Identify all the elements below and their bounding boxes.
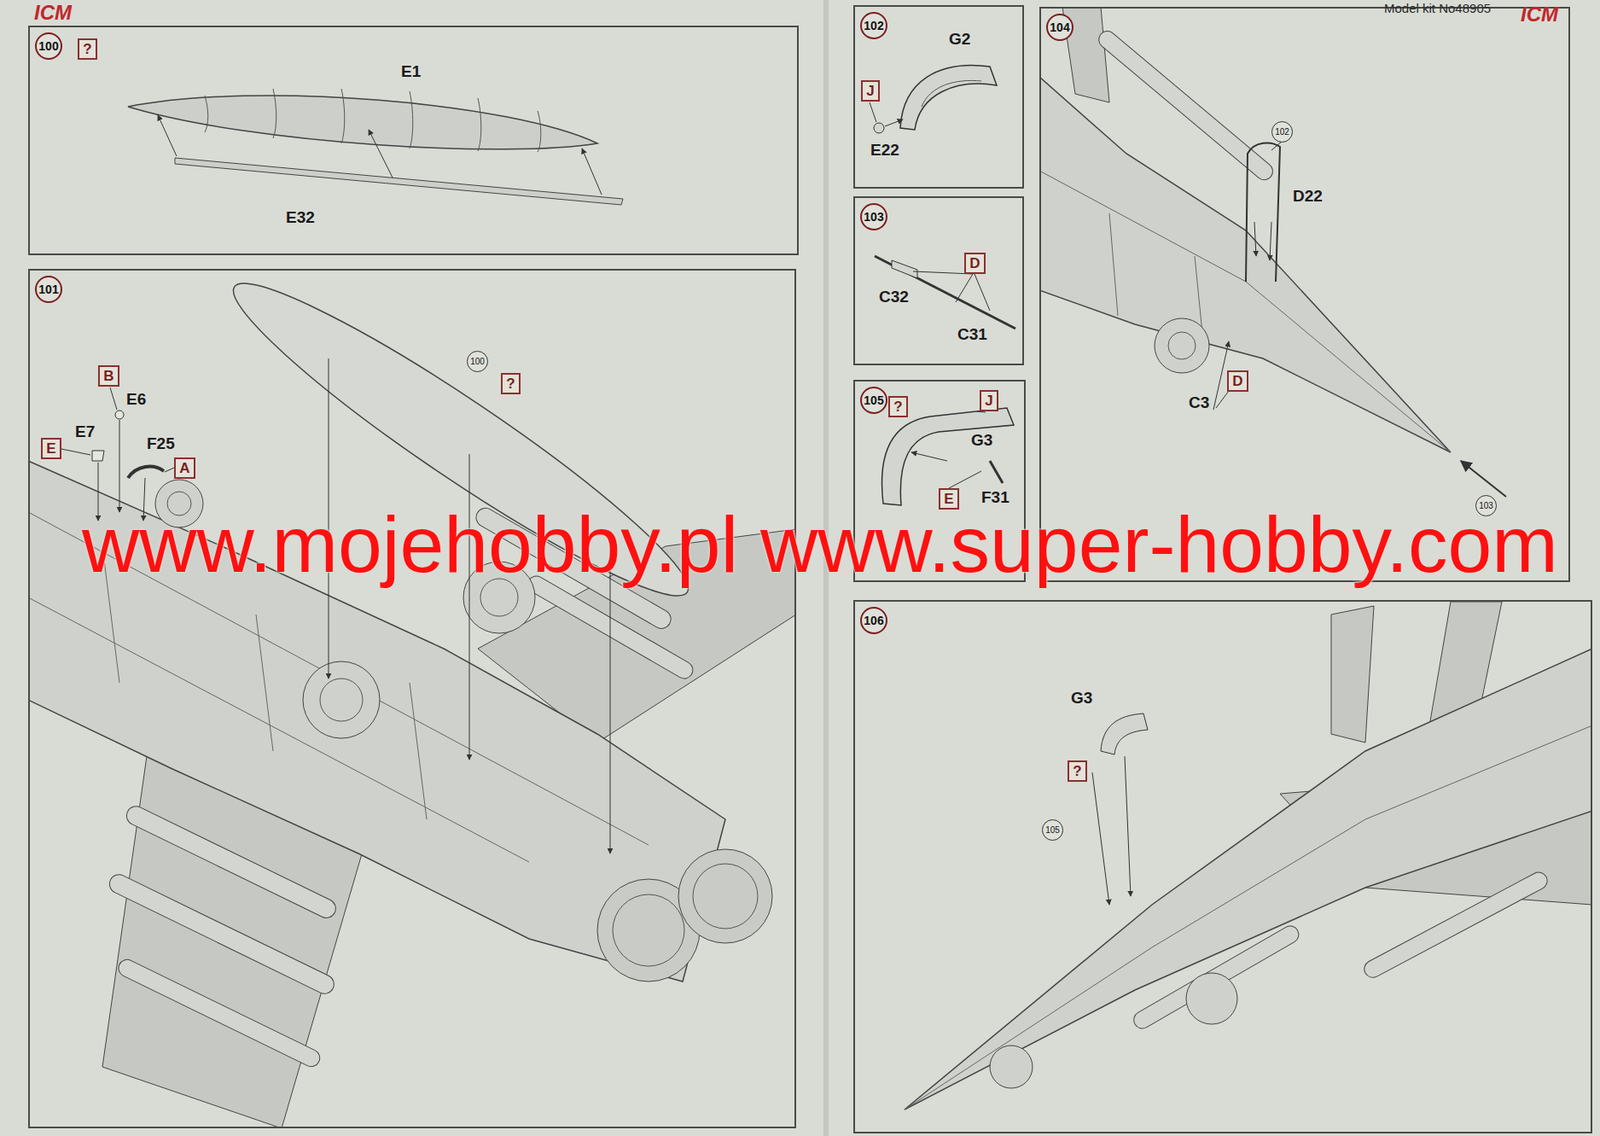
part-number: E7	[75, 423, 95, 442]
kit-number: Model kit No48905	[1384, 1, 1491, 17]
box-letter: ?	[82, 41, 92, 57]
step-panel: 104102D103	[1039, 6, 1571, 582]
part-number: C3	[1188, 394, 1210, 413]
paint-code-box: B	[98, 365, 120, 387]
callout-circle: 100	[466, 350, 489, 373]
step-number: 106	[860, 606, 888, 635]
step-panel: 100?	[28, 25, 799, 256]
callout-number: 102	[1274, 128, 1290, 137]
step-number: 103	[860, 203, 888, 231]
step-panel: 106? 105	[853, 599, 1593, 1134]
box-letter: D	[1232, 373, 1243, 389]
logo: ICM	[34, 1, 72, 24]
paint-code-box: J	[979, 389, 999, 412]
box-letter: A	[179, 460, 190, 476]
paint-code-box: ?	[77, 38, 98, 60]
paint-code-box: ?	[500, 372, 521, 395]
step-panel: 102J	[853, 5, 1024, 189]
part-number: D22	[1292, 187, 1323, 206]
part-number: C32	[878, 288, 909, 307]
paint-code-box: A	[174, 457, 196, 479]
box-letter: ?	[1072, 763, 1082, 779]
callout-number: 105	[1045, 826, 1060, 835]
box-letter: E	[943, 491, 954, 507]
part-number: E22	[870, 141, 900, 160]
part-number: G3	[1070, 689, 1093, 708]
paint-code-box: D	[964, 252, 986, 274]
step-panel: 103D	[853, 196, 1024, 366]
box-letter: B	[103, 368, 114, 384]
paint-code-box: ?	[1067, 760, 1088, 782]
part-number: E6	[126, 390, 146, 409]
step-number: 104	[1046, 13, 1074, 41]
part-number: F31	[981, 488, 1010, 507]
paint-code-box: D	[1227, 370, 1249, 392]
callout-number: 100	[470, 357, 485, 367]
part-number: F25	[146, 435, 175, 454]
part-number: G3	[971, 431, 993, 450]
paint-code-box: E	[40, 437, 62, 460]
box-letter: ?	[893, 399, 902, 414]
box-letter: ?	[506, 376, 515, 391]
part-number: E32	[285, 209, 315, 227]
callout-circle: 105	[1041, 819, 1064, 841]
box-letter: E	[46, 441, 56, 456]
logo: ICM	[1520, 3, 1559, 26]
paint-code-box: J	[861, 80, 880, 102]
watermark: www.mojehobby.pl www.super-hobby.com	[81, 505, 1559, 585]
paint-code-box: ?	[888, 395, 908, 418]
box-letter: J	[866, 83, 874, 99]
callout-circle: 102	[1271, 121, 1293, 143]
part-number: G2	[948, 30, 971, 49]
part-number: C31	[957, 325, 988, 344]
part-number: E1	[401, 63, 421, 82]
step-number: 105	[860, 386, 888, 414]
step-number: 101	[34, 275, 63, 303]
step-number: 102	[860, 11, 888, 40]
box-letter: J	[984, 393, 993, 408]
box-letter: D	[969, 256, 980, 271]
step-number: 100	[34, 32, 63, 60]
